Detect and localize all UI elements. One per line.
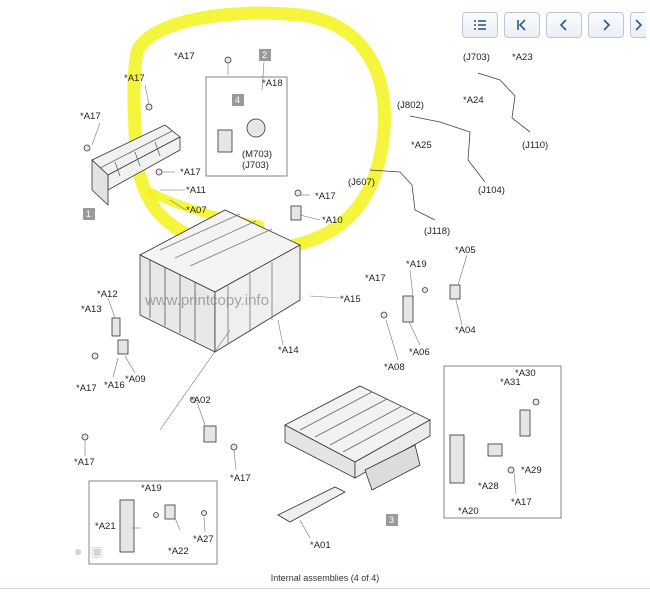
label-j607: (J607) xyxy=(348,177,375,188)
label-a17: *A17 xyxy=(74,457,95,468)
label-a15: *A15 xyxy=(340,294,361,305)
label-a04: *A04 xyxy=(455,325,476,336)
part-labels: *A17 *A18 (M703) (J703) *A17 *A17 *A17 *… xyxy=(74,51,548,557)
menu-list-button[interactable] xyxy=(462,12,498,38)
label-a14: *A14 xyxy=(278,345,299,356)
label-j802: (J802) xyxy=(397,100,424,111)
image-icon: ▣ xyxy=(90,543,104,559)
label-a17: *A17 xyxy=(511,497,532,508)
label-a01: *A01 xyxy=(310,540,331,551)
label-a17: *A17 xyxy=(80,111,101,122)
bracket-assembly-box xyxy=(88,480,218,565)
label-a21: *A21 xyxy=(95,521,116,532)
next-page-button[interactable] xyxy=(588,12,624,38)
skip-back-icon xyxy=(517,19,526,31)
label-j104: (J104) xyxy=(478,185,505,196)
list-icon xyxy=(474,20,486,30)
label-a09: *A09 xyxy=(125,374,146,385)
label-j703: (J703) xyxy=(242,160,269,171)
label-a28: *A28 xyxy=(478,481,499,492)
label-a25: *A25 xyxy=(411,140,432,151)
label-a19: *A19 xyxy=(141,483,162,494)
label-a17: *A17 xyxy=(124,73,145,84)
faint-toolbar-overlay: ● ▣ xyxy=(74,543,104,560)
last-page-button[interactable] xyxy=(630,12,646,38)
label-a02: *A02 xyxy=(190,395,211,406)
callout-1: 1 xyxy=(83,208,95,220)
callout-2: 2 xyxy=(259,49,271,61)
label-j118: (J118) xyxy=(424,226,450,237)
label-a06: *A06 xyxy=(409,347,430,358)
previous-page-button[interactable] xyxy=(546,12,582,38)
label-a18: *A18 xyxy=(262,78,283,89)
motor-assembly-box xyxy=(205,76,288,177)
first-page-button[interactable] xyxy=(504,12,540,38)
label-a17: *A17 xyxy=(174,51,195,62)
chevron-left-icon xyxy=(559,19,567,31)
label-a23: *A23 xyxy=(512,52,533,63)
svg-text:2: 2 xyxy=(262,50,267,60)
label-a29: *A29 xyxy=(521,465,542,476)
callout-3: 3 xyxy=(386,514,398,526)
label-a27: *A27 xyxy=(193,534,214,545)
svg-text:1: 1 xyxy=(86,209,91,219)
label-m703: (M703) xyxy=(242,149,272,160)
label-a11: *A11 xyxy=(186,185,206,196)
label-a30: *A30 xyxy=(515,368,536,379)
label-a16: *A16 xyxy=(104,380,125,391)
label-a22: *A22 xyxy=(168,546,189,557)
leader-lines xyxy=(84,61,517,539)
svg-text:3: 3 xyxy=(389,515,394,525)
camera-icon: ● xyxy=(74,543,83,559)
label-a10: *A10 xyxy=(322,215,343,226)
label-a13: *A13 xyxy=(81,304,102,315)
label-a19: *A19 xyxy=(406,259,427,270)
label-a24: *A24 xyxy=(463,95,484,106)
cables xyxy=(369,72,531,221)
label-a17: *A17 xyxy=(230,473,251,484)
label-a17: *A17 xyxy=(365,273,386,284)
page-toolbar xyxy=(462,12,646,38)
label-j703: (J703) xyxy=(463,52,490,63)
chevron-right-icon xyxy=(603,19,611,31)
main-frame xyxy=(139,209,301,353)
label-a17: *A17 xyxy=(315,191,336,202)
label-j110: (J110) xyxy=(522,140,548,151)
rail-part xyxy=(277,486,346,523)
label-a05: *A05 xyxy=(455,245,476,256)
label-a20: *A20 xyxy=(458,506,479,517)
callout-4: 4 xyxy=(232,94,244,106)
label-a17: *A17 xyxy=(76,383,97,394)
fuser-assembly xyxy=(91,124,181,206)
side-assembly-box xyxy=(443,365,562,519)
skip-forward-icon xyxy=(634,19,642,31)
svg-text:4: 4 xyxy=(235,95,240,105)
label-a08: *A08 xyxy=(384,362,405,373)
small-parts xyxy=(81,56,540,553)
toner-drawer-assembly xyxy=(284,385,431,491)
label-a31: *A31 xyxy=(500,377,521,388)
watermark: www.printcopy.info xyxy=(144,292,269,309)
page-caption: Internal assemblies (4 of 4) xyxy=(270,573,380,583)
label-a07: *A07 xyxy=(186,205,207,216)
label-a17: *A17 xyxy=(180,167,201,178)
bottom-divider xyxy=(0,588,650,589)
label-a12: *A12 xyxy=(97,289,118,300)
